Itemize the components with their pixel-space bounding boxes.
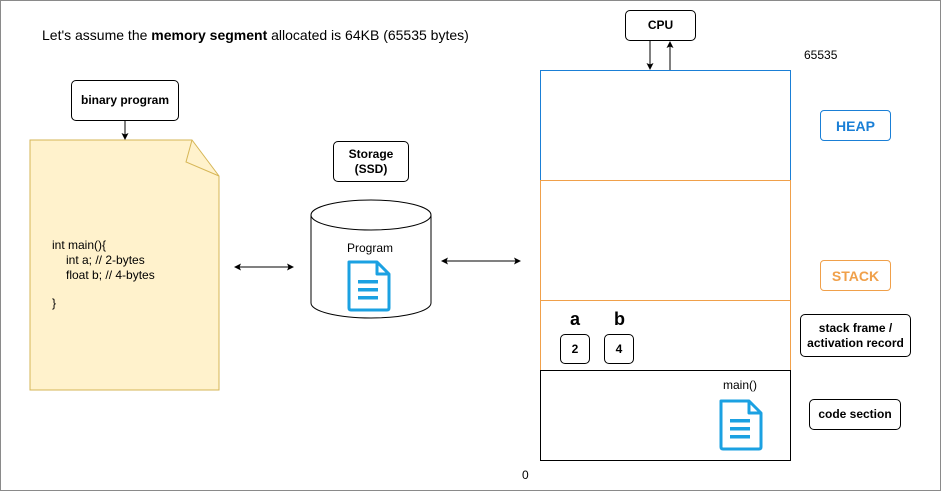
code-line: } bbox=[52, 296, 57, 310]
stack-segment bbox=[540, 180, 791, 301]
code-segment bbox=[540, 370, 791, 461]
headline: Let's assume the memory segment allocate… bbox=[42, 27, 469, 43]
arrow-icon bbox=[441, 257, 521, 265]
storage-label-line2: (SSD) bbox=[354, 161, 388, 176]
heap-segment bbox=[540, 70, 791, 181]
cpu-box: CPU bbox=[625, 10, 696, 41]
arrow-icon bbox=[234, 263, 294, 271]
storage-program-label: Program bbox=[347, 241, 394, 255]
variable-value: 4 bbox=[604, 334, 634, 364]
code-section-label-text: code section bbox=[818, 407, 892, 421]
document-icon bbox=[719, 399, 763, 451]
variable-name: a bbox=[570, 309, 581, 329]
code-line: int main(){ bbox=[52, 238, 107, 252]
headline-bold: memory segment bbox=[151, 27, 268, 43]
variable-value-text: 4 bbox=[615, 342, 623, 356]
bottom-address: 0 bbox=[522, 468, 529, 482]
headline-suffix: allocated is 64KB (65535 bytes) bbox=[267, 27, 469, 43]
document-icon bbox=[347, 260, 391, 312]
arrow-icon bbox=[666, 41, 674, 71]
storage-box: Storage (SSD) bbox=[333, 141, 409, 182]
stack-frame-label-text: stack frame / activation record bbox=[807, 320, 904, 350]
main-function-label: main() bbox=[723, 378, 758, 392]
code-section-label: code section bbox=[809, 399, 901, 430]
binary-program-document bbox=[29, 139, 220, 391]
storage-label-line1: Storage bbox=[348, 146, 394, 161]
variable-name: b bbox=[614, 309, 625, 329]
variable-value-text: 2 bbox=[571, 342, 579, 356]
heap-label: HEAP bbox=[820, 110, 891, 141]
arrow-icon bbox=[646, 40, 654, 70]
variable-value: 2 bbox=[560, 334, 590, 364]
top-address: 65535 bbox=[804, 48, 838, 62]
headline-prefix: Let's assume the bbox=[42, 27, 152, 43]
code-line: int a; // 2-bytes bbox=[66, 253, 145, 267]
arrow-icon bbox=[121, 121, 129, 140]
heap-label-text: HEAP bbox=[836, 117, 875, 134]
binary-program-box: binary program bbox=[71, 80, 179, 121]
stack-label: STACK bbox=[820, 260, 891, 291]
code-line: float b; // 4-bytes bbox=[66, 268, 155, 282]
stack-frame-label: stack frame / activation record bbox=[800, 314, 911, 357]
stack-label-text: STACK bbox=[831, 267, 880, 284]
cpu-label: CPU bbox=[647, 18, 674, 32]
binary-program-label: binary program bbox=[80, 93, 170, 107]
